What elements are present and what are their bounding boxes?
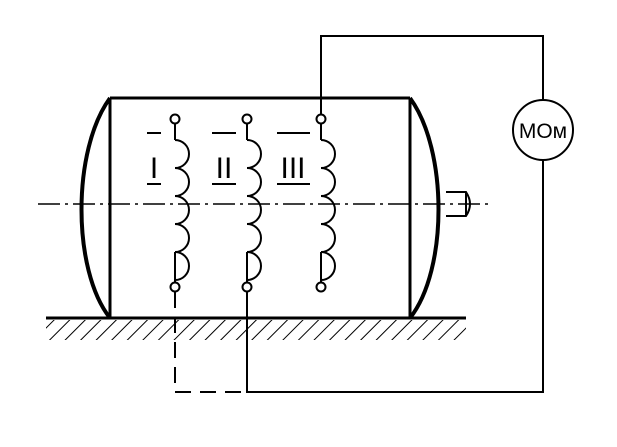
winding-2 xyxy=(241,113,262,293)
winding-2-label: II xyxy=(216,152,233,185)
jumper-dashed xyxy=(174,292,247,393)
winding-1 xyxy=(169,113,190,293)
left-end-shield xyxy=(79,96,112,320)
winding-3 xyxy=(315,113,336,293)
winding-3-coil xyxy=(320,139,336,281)
motor-housing xyxy=(79,96,441,320)
winding-1-top-terminal xyxy=(169,113,181,125)
winding-1-bottom-terminal xyxy=(169,281,181,293)
test-lead-top xyxy=(320,35,544,114)
ground-base xyxy=(46,316,466,340)
megohmmeter-label: МОм xyxy=(519,120,567,143)
winding-3-bottom-terminal xyxy=(315,281,327,293)
right-end-shield xyxy=(408,96,441,320)
winding-2-bottom-terminal xyxy=(241,281,253,293)
winding-1-coil xyxy=(174,139,190,281)
winding-1-label: I xyxy=(150,152,158,185)
winding-2-top-terminal xyxy=(241,113,253,125)
winding-3-top-terminal xyxy=(315,113,327,125)
winding-3-label: III xyxy=(280,152,305,185)
megohmmeter: МОм xyxy=(512,99,574,161)
test-lead-return xyxy=(246,160,544,393)
winding-2-coil xyxy=(246,139,262,281)
